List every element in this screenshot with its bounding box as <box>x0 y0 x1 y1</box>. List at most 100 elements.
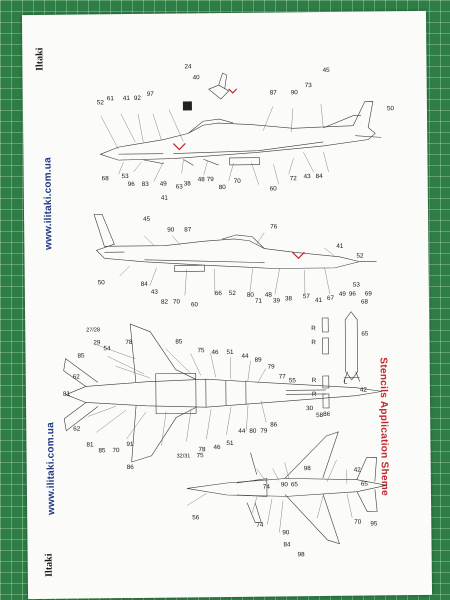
callout-top-0: 98 <box>304 465 312 472</box>
callout-bottom-12: 77 <box>279 373 287 380</box>
callout-side_right-17: 39 <box>273 297 281 304</box>
bomb-icon <box>321 317 329 333</box>
callout-bottom-30: 86 <box>270 421 278 428</box>
callout-top-2: 74 <box>263 484 271 491</box>
callout-side_right-15: 71 <box>255 298 263 305</box>
callout-side_left-4: 52 <box>97 99 105 106</box>
callout-side_left-22: 70 <box>234 178 242 185</box>
callout-top-8: 90 <box>282 529 290 536</box>
callout-bottom-7: 46 <box>211 349 219 356</box>
callout-side_right-18: 38 <box>285 295 293 302</box>
callout-side_right-5: 52 <box>356 253 364 260</box>
callout-stores-4: R <box>312 391 317 398</box>
callout-side_right-3: 76 <box>270 223 278 230</box>
callout-top-7: 74 <box>256 522 264 529</box>
callout-stores-6: 42 <box>360 387 368 394</box>
callout-bottom-21: 70 <box>112 447 120 454</box>
callout-side_left-14: 96 <box>128 181 136 188</box>
callout-bottom-8: 51 <box>226 349 234 356</box>
callout-side_left-11: 50 <box>387 105 395 112</box>
callout-side_right-20: 41 <box>315 297 323 304</box>
missile-icon <box>344 311 359 381</box>
callout-bottom-15: 81 <box>63 391 71 398</box>
aircraft-bottom-view <box>63 323 382 463</box>
callout-bottom-0: 27/28 <box>86 327 100 333</box>
callout-side_left-25: 43 <box>304 173 312 180</box>
callout-side_left-24: 72 <box>290 175 298 182</box>
callout-bottom-6: 75 <box>197 347 205 354</box>
callout-stores-5: L <box>344 379 348 386</box>
callout-side_left-15: 83 <box>142 181 150 188</box>
callout-top-5: 65 <box>361 481 369 488</box>
callout-side_right-25: 69 <box>365 290 373 297</box>
callout-side_right-6: 50 <box>98 279 106 286</box>
callout-bottom-11: 79 <box>268 363 276 370</box>
callout-side_left-27: 41 <box>161 195 169 202</box>
callout-bottom-31: 32/31 <box>177 453 191 459</box>
callout-side_left-3: 73 <box>305 82 313 89</box>
callout-bottom-27: 44 <box>238 428 246 435</box>
callout-side_left-17: 63 <box>176 183 184 190</box>
callout-side_right-8: 43 <box>151 289 159 296</box>
callout-stores-0: R <box>311 325 316 332</box>
callout-bottom-5: 85 <box>175 338 183 345</box>
callout-stores-3: R <box>312 377 317 384</box>
callout-side_left-9: 87 <box>270 89 278 96</box>
callout-side_right-19: 57 <box>303 293 311 300</box>
callout-side_left-12: 68 <box>102 175 110 182</box>
callout-side_left-2: 45 <box>323 67 331 74</box>
callout-bottom-1: 29 <box>93 339 101 346</box>
callout-side_left-8: 97 <box>147 91 155 98</box>
callout-bottom-4: 78 <box>125 339 133 346</box>
callout-side_right-1: 90 <box>167 227 175 234</box>
callout-side_right-9: 82 <box>161 299 169 306</box>
callout-bottom-3: 54 <box>103 345 111 352</box>
callout-side_right-14: 80 <box>247 292 255 299</box>
callout-side_right-10: 70 <box>173 298 181 305</box>
callout-side_right-16: 48 <box>265 292 273 299</box>
callout-side_right-0: 45 <box>143 216 151 223</box>
callout-side_left-23: 60 <box>270 185 278 192</box>
callout-bottom-17: 58 <box>316 412 324 419</box>
callout-bottom-22: 91 <box>126 441 134 448</box>
callout-side_right-2: 87 <box>184 226 192 233</box>
callout-side_right-24: 53 <box>353 282 361 289</box>
callout-side_right-22: 49 <box>339 291 347 298</box>
callout-bottom-14: 62 <box>73 374 81 381</box>
callout-top-1: 42 <box>354 467 362 474</box>
callout-side_right-23: 96 <box>349 291 357 298</box>
callout-side_right-11: 60 <box>191 301 199 308</box>
callout-bottom-25: 46 <box>213 444 221 451</box>
callout-bottom-13: 55 <box>289 377 297 384</box>
callout-top-9: 84 <box>283 541 291 548</box>
callout-top-12: 95 <box>370 520 378 527</box>
callout-bottom-32: 75 <box>197 452 205 459</box>
instruction-sheet: www.ilitaki.com.ua www.ilitaki.com.ua Il… <box>21 10 433 600</box>
callout-side_right-4: 41 <box>336 243 344 250</box>
callout-top-4: 65 <box>291 481 299 488</box>
callout-bottom-10: 89 <box>255 357 263 364</box>
callout-top-6: 56 <box>192 514 200 521</box>
callout-side_left-19: 48 <box>198 176 206 183</box>
callout-top-10: 98 <box>298 551 306 558</box>
callout-side_right-7: 84 <box>141 281 149 288</box>
callout-stores-7: 86 <box>323 411 331 418</box>
callout-side_left-5: 61 <box>107 95 115 102</box>
callout-side_left-20: 79 <box>207 176 215 183</box>
callout-bottom-19: 81 <box>86 441 94 448</box>
callout-side_left-1: 40 <box>193 74 201 81</box>
callout-bottom-16: 30 <box>306 405 314 412</box>
callout-bottom-18: 62 <box>73 426 81 433</box>
drawing-canvas: 2440457352614192978790506853968349633848… <box>63 63 395 558</box>
insignia-square-icon <box>182 101 192 111</box>
callout-bottom-29: 79 <box>260 428 268 435</box>
stores-drawings <box>321 311 361 409</box>
callout-top-3: 90 <box>281 481 289 488</box>
callout-bottom-26: 51 <box>226 440 234 447</box>
callout-bottom-24: 78 <box>198 446 206 453</box>
callout-side_left-21: 80 <box>219 184 227 191</box>
callout-side_left-13: 53 <box>122 173 130 180</box>
callout-top-11: 70 <box>354 519 362 526</box>
callout-bottom-20: 85 <box>98 447 106 454</box>
